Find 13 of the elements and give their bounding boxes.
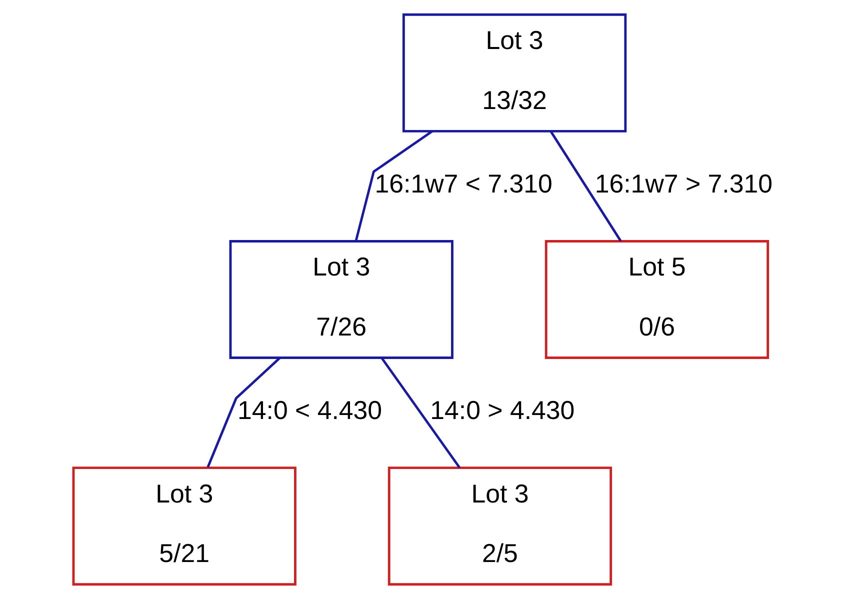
edge-label: 16:1w7 < 7.310 <box>374 170 552 198</box>
node-box: Lot 3 2/5 <box>387 466 612 586</box>
node-box: Lot 5 0/6 <box>544 240 769 359</box>
node-box: Lot 3 7/26 <box>228 240 453 359</box>
node-box: Lot 3 5/21 <box>72 466 296 586</box>
connector <box>354 130 432 241</box>
edge-label: 14:0 < 4.430 <box>236 396 382 425</box>
connector <box>380 357 460 468</box>
edge-label: 14:0 > 4.430 <box>430 396 574 425</box>
connector <box>206 357 280 468</box>
edge-label: 16:1w7 > 7.310 <box>594 170 772 198</box>
node-box: Lot 3 13/32 <box>402 13 626 132</box>
connector <box>549 130 622 242</box>
